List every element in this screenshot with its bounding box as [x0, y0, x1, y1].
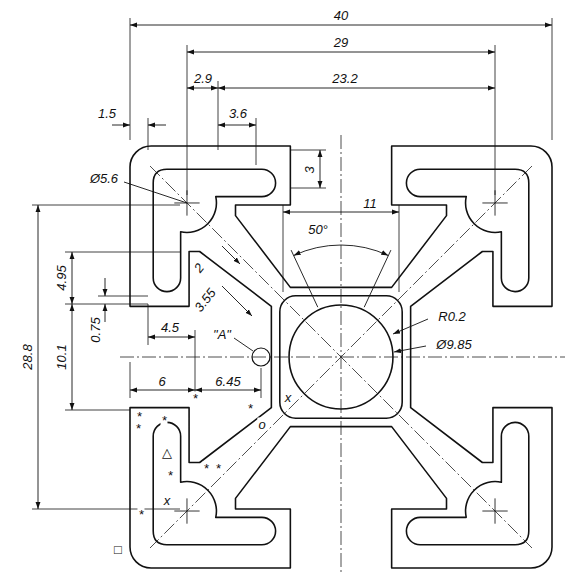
dimension-label: 4.95 — [55, 264, 68, 291]
dimension-label: * — [166, 469, 173, 482]
dimension-label: 40 — [333, 9, 349, 22]
dimension-label: 50° — [307, 223, 329, 236]
dimension-label: x — [163, 494, 172, 507]
dimension-label: * — [135, 410, 142, 423]
dimension-label: 2.9 — [193, 72, 213, 85]
dimension-label: "A" — [212, 328, 232, 341]
leader-line — [234, 338, 253, 351]
dimension-label: 3 — [303, 165, 316, 174]
dimension-label: 4.5 — [160, 321, 180, 334]
dimension-label: 11 — [362, 197, 378, 210]
dimension-label: 23.2 — [331, 72, 358, 85]
dimension-label: * — [202, 462, 209, 475]
dimension-label: □ — [113, 543, 123, 556]
center-lines — [120, 135, 565, 575]
dimension-label: * — [191, 392, 198, 405]
dimension-label: Ø5.6 — [89, 172, 119, 185]
dimension-lines — [38, 25, 552, 509]
dimension-label: * — [137, 508, 144, 521]
dimension-label: x — [284, 391, 293, 404]
extrusion-profile — [130, 146, 552, 568]
dimension-label: * — [134, 422, 141, 435]
dimension-label: R0.2 — [437, 310, 466, 323]
dimension-label: 6 — [157, 375, 166, 388]
dimension-label: 3.55 — [191, 285, 218, 315]
dimension-label: o — [257, 418, 266, 431]
dimension-label: 29 — [333, 36, 349, 49]
dimension-label: * — [214, 462, 221, 475]
dimension-label: * — [246, 402, 253, 415]
dimension-label: 6.45 — [214, 375, 241, 388]
dimension-label: 3.6 — [228, 107, 248, 120]
dimension-label: 1.5 — [97, 107, 117, 120]
dimension-label: 0.75 — [89, 316, 102, 343]
dimension-label: △ — [161, 446, 173, 459]
dimension-label: Ø9.85 — [435, 338, 472, 351]
dimension-label: * — [160, 414, 167, 427]
dimension-label: 28.8 — [21, 343, 34, 370]
detail-circle — [252, 348, 270, 366]
dimension-label: 2 — [191, 260, 207, 275]
dimension-label: 10.1 — [55, 343, 68, 370]
extension-lines — [32, 18, 552, 509]
